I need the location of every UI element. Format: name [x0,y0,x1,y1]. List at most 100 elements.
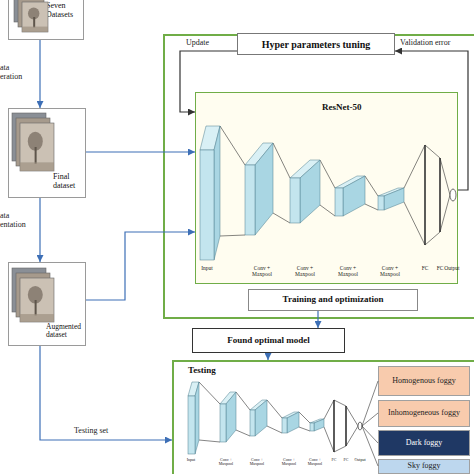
funnel-line [365,176,378,196]
funnel-line [346,406,358,426]
layer-label: Conv + Maxpool [376,265,404,277]
funnel-line [199,382,220,404]
edge-label: Testing set [74,427,124,436]
layer-front [335,188,343,216]
model-box: ResNet-50 [195,92,458,284]
layer-label: Output [442,265,462,271]
process-box: Training and optimization [248,289,418,311]
funnel-line [334,400,346,406]
ground [20,314,54,322]
edge-label: ata eration [0,64,28,82]
layer-front [188,396,195,454]
funnel-line [320,205,335,216]
funnel-line [299,427,310,431]
node-text: Homogenous foggy [392,377,455,386]
layer-label: Conv + Maxpool [291,265,319,277]
training-frame [164,35,474,318]
edge-label: Update [186,39,220,48]
output-node [450,189,456,201]
funnel-line [425,145,440,158]
image-stack [12,268,54,322]
funnel-line [404,145,425,188]
layer-label: Conv + Maxpool [306,458,324,467]
layer-side [314,419,324,431]
fan-line [362,426,378,443]
tree-trunk [35,300,37,315]
layer-side [226,392,236,442]
funnel-line [324,427,334,452]
flow-arrow [317,311,318,328]
funnel-line [273,143,290,178]
funnel-line [320,160,335,188]
process-box: Hyper parameters tuning [237,33,395,55]
class-box: Homogenous foggy [378,366,470,396]
layer-label: Output [353,458,367,462]
edge-label: Validation error [400,39,466,48]
funnel-line [199,440,220,442]
layer-side [214,126,220,260]
fc-layer [333,400,335,452]
node-text: Seven Datasets [46,2,80,20]
funnel-line [267,426,282,433]
fc-layer [439,158,441,232]
flow-arrow [86,232,195,300]
node-text: Inhomogeneous foggy [388,409,460,418]
funnel-line [440,195,450,232]
layer-front [310,423,314,431]
ground [22,27,48,32]
tree-trunk [35,147,37,164]
layer-side [343,176,365,216]
node-text: Training and optimization [283,295,384,305]
layer-front [200,150,214,260]
node-text: Final dataset [53,173,83,191]
funnel-line [425,232,440,245]
image-sheet [22,2,48,32]
fan-line [362,381,378,426]
layer-label: Conv + Maxpool [248,265,276,277]
layer-side [300,160,320,223]
layer-front [378,196,384,210]
layer-label: FC [329,458,339,462]
layer-front [250,410,255,436]
node-text: Sky foggy [407,462,440,471]
node-text: Found optimal model [227,336,310,346]
flow-arrow [39,198,40,262]
layer-label: FC [434,265,446,271]
funnel-line [220,235,245,236]
testing-frame: TestingHomogenous foggyInhomogeneous fog… [172,360,474,474]
flow-arrow [86,151,195,152]
funnel-line [299,412,310,423]
image-sheet [20,123,54,171]
node-text: Augmented dataset [46,323,84,340]
layer-front [290,178,300,223]
funnel-line [440,158,450,195]
layer-label: FC [341,458,351,462]
funnel-line [324,400,334,419]
layer-label: Conv + Maxpool [334,265,362,277]
edge-label: ata entation [0,212,34,230]
image-sheet [20,278,54,322]
fc-layer [424,145,426,245]
funnel-line [365,204,378,210]
layer-label: FC [419,265,431,271]
tree-trunk [33,17,35,28]
funnel-line [220,126,245,165]
flow-arrow [267,353,268,360]
output-node [358,422,362,430]
fc-layer [345,406,347,446]
layer-front [282,418,287,433]
output-fan [362,381,378,466]
layer-side [255,143,273,235]
flow-arrow [180,51,237,112]
layer-side [287,412,299,433]
class-box: Sky foggy [378,459,470,474]
funnel-line [236,430,250,436]
network-sketch [188,382,362,454]
ground [20,162,54,171]
fan-line [362,413,378,426]
flow-arrow [39,40,40,108]
layer-label: Conv + Maxpool [248,458,266,467]
funnel-line [334,446,346,452]
network-sketch [200,126,456,260]
